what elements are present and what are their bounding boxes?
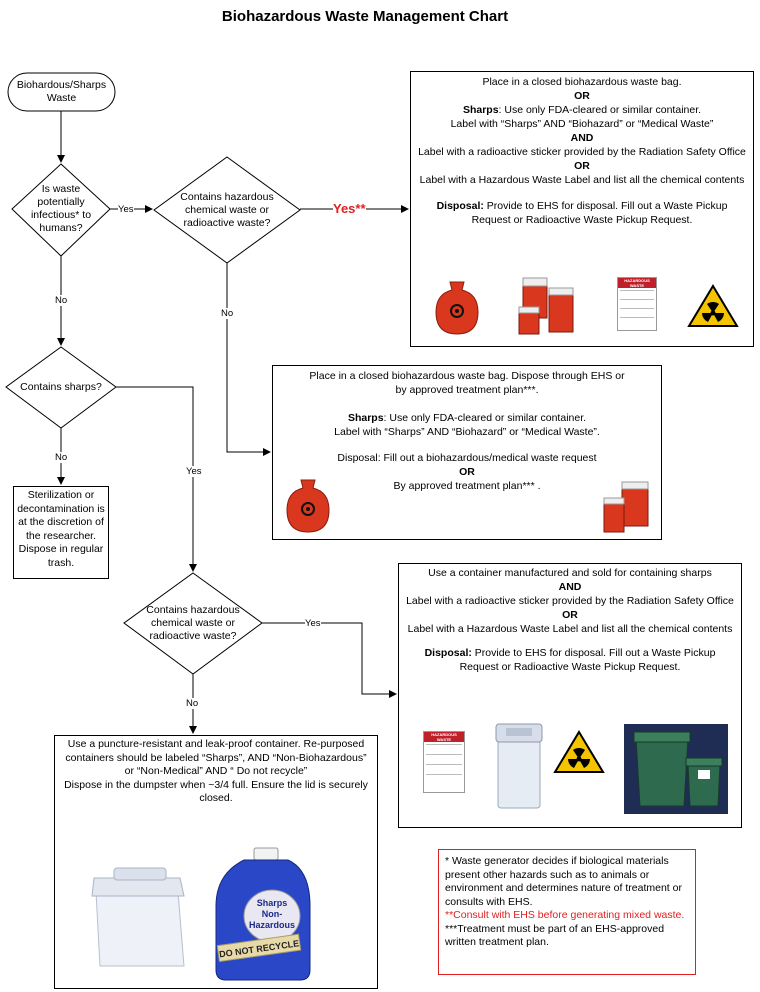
sc-line3: Label with a Hazardous Waste Label and l… bbox=[407, 623, 733, 635]
svg-text:Hazardous: Hazardous bbox=[249, 920, 295, 930]
sharps-containers-icon-2 bbox=[603, 481, 649, 533]
svg-text:Non-: Non- bbox=[262, 909, 283, 919]
radiation-hazard-icon bbox=[687, 284, 739, 327]
sc-disposal: Disposal: Provide to EHS for disposal. F… bbox=[424, 647, 716, 673]
bio-line5: By approved treatment plan*** . bbox=[393, 480, 541, 492]
label-yes-infectious: Yes bbox=[118, 204, 134, 215]
bio-line1: Place in a closed biohazardous waste bag… bbox=[309, 370, 625, 396]
start-text: Biohardous/Sharps Waste bbox=[16, 79, 107, 104]
mixed-disposal: Disposal: Provide to EHS for disposal. F… bbox=[436, 200, 728, 226]
label-yes-chem2: Yes bbox=[305, 618, 321, 629]
sharps-containers-icon bbox=[518, 277, 574, 335]
bio-line4: Disposal: Fill out a biohazardous/medica… bbox=[337, 452, 597, 464]
clear-plastic-container-icon bbox=[91, 867, 185, 967]
note-2: **Consult with EHS before generating mix… bbox=[445, 909, 685, 921]
bio-line2: Sharps: Use only FDA-cleared or similar … bbox=[347, 412, 587, 424]
biohazard-bag-icon bbox=[435, 281, 479, 335]
mixed-line5: Label with a Hazardous Waste Label and l… bbox=[419, 174, 745, 186]
label-yes-sharps: Yes bbox=[186, 466, 202, 477]
mixed-or1: OR bbox=[574, 90, 590, 102]
sc-line2: Label with a radioactive sticker provide… bbox=[406, 595, 734, 607]
clear-sharps-container-icon bbox=[495, 723, 543, 809]
box-sterilization: Sterilization or decontamination is at t… bbox=[13, 486, 109, 579]
q-chem1-text: Contains hazardous chemical waste or rad… bbox=[180, 190, 274, 229]
q-sharps-text: Contains sharps? bbox=[20, 380, 102, 393]
q-chem2-text: Contains hazardous chemical waste or rad… bbox=[146, 603, 240, 642]
mixed-and: AND bbox=[570, 132, 594, 144]
biohazard-bag-icon-2 bbox=[286, 479, 330, 533]
note-3: ***Treatment must be part of an EHS-appr… bbox=[445, 922, 665, 949]
label-no-infectious: No bbox=[55, 295, 68, 306]
bio-line3: Label with “Sharps” AND “Biohazard” or “… bbox=[334, 426, 600, 438]
page-title: Biohazardous Waste Management Chart bbox=[221, 8, 509, 25]
sc-line1: Use a container manufactured and sold fo… bbox=[428, 567, 712, 579]
box-biohazard: Place in a closed biohazardous waste bag… bbox=[272, 365, 662, 540]
footnotes-box: * Waste generator decides if biological … bbox=[438, 849, 696, 975]
mixed-or2: OR bbox=[574, 160, 590, 172]
green-sharps-bins-icon bbox=[624, 724, 728, 814]
hazardous-waste-label-icon-2: HAZARDOUS WASTE bbox=[423, 731, 465, 793]
label-yes-mixed: Yes** bbox=[333, 201, 366, 216]
radiation-hazard-icon-2 bbox=[553, 730, 605, 773]
hazardous-waste-label-icon: HAZARDOUS WASTE bbox=[617, 277, 657, 331]
detergent-bottle-icon: Sharps Non- Hazardous DO NOT RECYCLE bbox=[215, 847, 311, 981]
label-no-chem2: No bbox=[186, 698, 199, 709]
label-no-sharps: No bbox=[55, 452, 68, 463]
mixed-line4: Label with a radioactive sticker provide… bbox=[418, 146, 746, 158]
bio-or: OR bbox=[459, 466, 475, 478]
sc-or: OR bbox=[562, 609, 578, 621]
mixed-line3: Label with “Sharps” AND “Biohazard” or “… bbox=[450, 118, 714, 130]
q-infectious-text: Is waste potentially infectious* to huma… bbox=[30, 183, 92, 234]
svg-text:Sharps: Sharps bbox=[257, 898, 288, 908]
note-1: * Waste generator decides if biological … bbox=[445, 855, 682, 908]
pr-line2: Dispose in the dumpster when ~3/4 full. … bbox=[64, 778, 368, 805]
mixed-line2: Sharps: Use only FDA-cleared or similar … bbox=[462, 104, 702, 116]
sc-and: AND bbox=[558, 581, 582, 593]
mixed-line1: Place in a closed biohazardous waste bag… bbox=[482, 76, 682, 88]
label-no-chem1: No bbox=[221, 308, 234, 319]
pr-line1: Use a puncture-resistant and leak-proof … bbox=[65, 738, 367, 777]
